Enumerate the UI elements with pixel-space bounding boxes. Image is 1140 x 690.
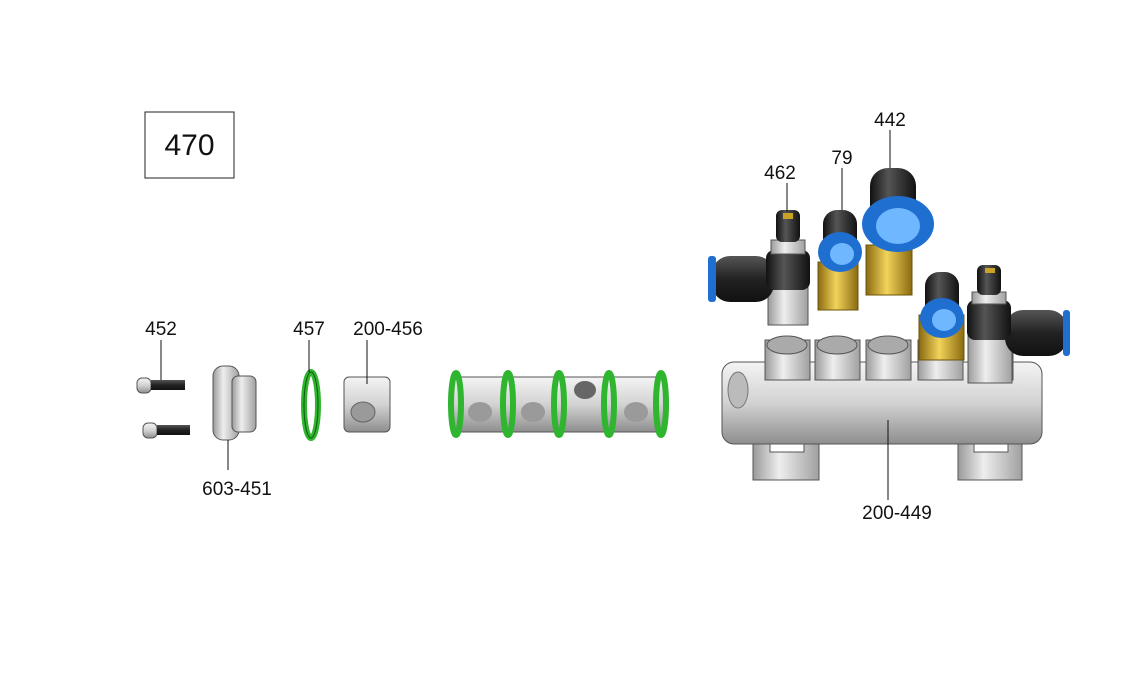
callout-200-449: 200-449 [862,503,932,524]
assembly-number: 470 [164,129,214,162]
manifold-200-449: 200-449 [721,335,1043,524]
sleeve-200-456: 200-456 [343,319,423,433]
flow-control-462-right [967,265,1070,384]
callout-200-456: 200-456 [353,319,423,340]
assembled-spool [448,370,669,438]
fitting-79: 79 [817,148,862,311]
fitting-442: 442 [862,110,934,296]
oring-457: 457 [293,319,325,441]
end-cap-603-451: 603-451 [202,365,272,500]
callout-603-451: 603-451 [202,479,272,500]
screw-452: 452 [136,319,190,439]
callout-462: 462 [764,163,796,184]
callout-79: 79 [831,148,852,169]
fitting-79-right [918,272,965,361]
callout-442: 442 [874,110,906,131]
callout-457: 457 [293,319,325,340]
flow-control-462: 462 [708,163,810,326]
callout-452: 452 [145,319,177,340]
assembly-number-box: 470 [144,111,235,179]
